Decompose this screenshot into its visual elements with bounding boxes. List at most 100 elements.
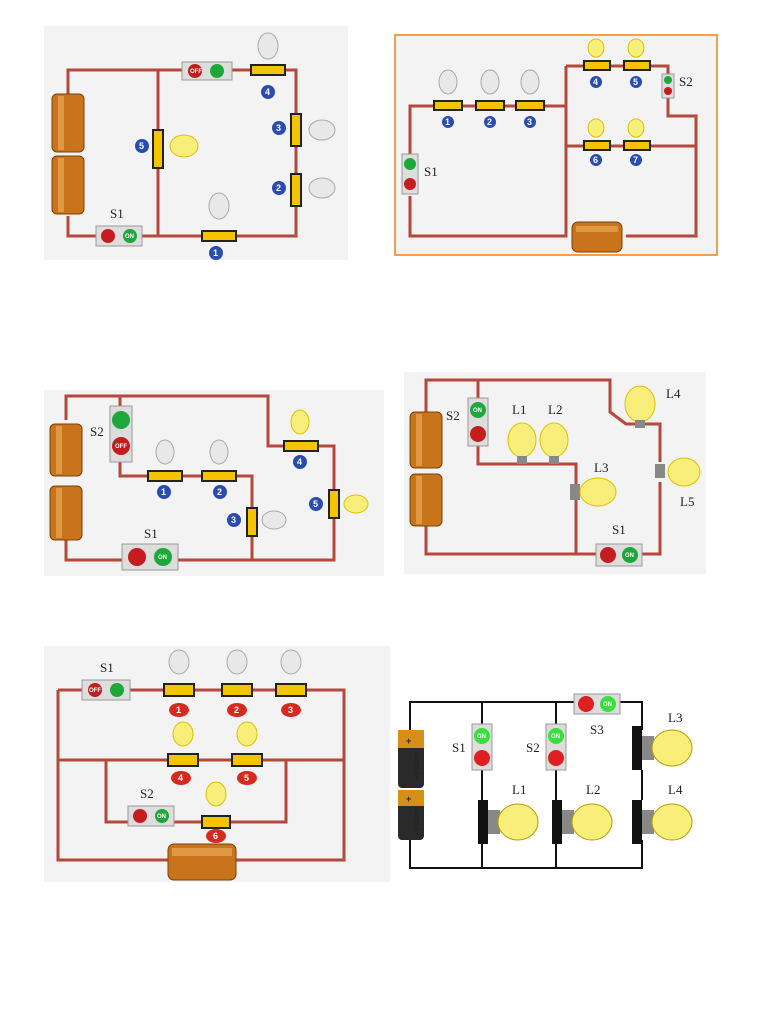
bulb-group-6-7 [583,118,651,151]
switch-s3[interactable]: ON [573,693,621,715]
badge-2 [272,181,286,195]
bulb-icon-l2 [539,422,569,458]
switch-s2[interactable] [661,73,675,99]
switch-on-label: ON [625,553,634,559]
badge-3-label: 3 [288,705,293,715]
badge-4-label: 4 [297,457,302,467]
circuit-5-diagram: OFF S1 1 2 3 4 5 ON S2 6 [56,649,346,881]
circuit-panel-6: BATTERY BATTERY + + ON S1 ON S2 ON S3 L1… [392,690,698,874]
switch-on-label: ON [551,734,560,740]
bulb-l3-label: L3 [594,460,608,475]
bulb-icon-6 [205,781,227,807]
badge-4 [590,76,602,88]
switch-on-label: ON [125,234,134,240]
bulb-icon-l3 [579,477,617,507]
switch-s1-label: S1 [144,526,158,541]
switch-s1[interactable] [401,153,419,195]
switch-s1[interactable]: OFF [81,679,131,701]
badge-7-label: 7 [633,155,638,165]
bulb-l1-label: L1 [512,402,526,417]
badge-6 [590,154,602,166]
bulb-base-l1 [488,810,500,834]
bulb-base-l2 [549,456,559,464]
switch-off-label: OFF [89,688,101,694]
battery-icon [51,93,85,215]
bulb-icon-5 [169,134,199,158]
circuit-2-diagram: 1 2 3 4 5 6 7 S2 S1 [401,38,698,253]
bulb-base-l1 [517,456,527,464]
bulb-icon-2 [308,177,336,199]
switch-s2-label: S2 [526,740,540,755]
bulb-socket-1 [201,230,237,242]
bulb-socket-5 [152,129,164,169]
switch-s1[interactable]: ON [471,723,493,771]
bulb-socket-5 [328,489,340,519]
switch-s1[interactable]: ON [121,543,179,571]
bulb-group-4-5 [583,38,651,71]
battery-icon [409,411,443,527]
bulb-group-1-3 [433,69,545,111]
badge-3 [281,703,301,717]
switch-s1[interactable]: ON [595,543,643,567]
bulb-icon-3 [261,510,287,530]
bulb-group-1-3 [163,649,307,697]
switch-s1[interactable]: ON [95,225,143,247]
switch-s1-label: S1 [110,206,124,221]
badge-2 [227,703,247,717]
badge-3 [272,121,286,135]
circuit-1-diagram: OFF ON S1 5 4 3 2 1 [51,32,336,260]
bulb-base-l4 [642,810,654,834]
badge-1-label: 1 [176,705,181,715]
circuit-3-diagram: OFF S2 1 2 3 4 5 ON S1 [49,394,369,571]
bulb-icon-3 [308,119,336,141]
badge-4 [293,455,307,469]
bulb-icon-l4 [651,803,693,841]
bulb-socket-2 [290,173,302,207]
circuit-panel-1: OFF ON S1 5 4 3 2 1 [44,26,348,260]
bulb-l4-label: L4 [666,386,681,401]
badge-2-label: 2 [234,705,239,715]
badge-2-label: 2 [217,487,222,497]
switch-on-label: ON [157,814,166,820]
badge-4-label: 4 [593,77,598,87]
bulb-icon-l2 [571,803,613,841]
badge-5-label: 5 [244,773,249,783]
badge-4 [261,85,275,99]
switch-s2[interactable]: ON [545,723,567,771]
switch-s1-label: S1 [612,522,626,537]
switch-s2[interactable]: ON [127,805,175,827]
badge-5 [630,76,642,88]
switch-s1-label: S1 [424,164,438,179]
badge-3-label: 3 [276,123,281,133]
switch-top[interactable]: OFF [181,61,233,81]
switch-on-label: ON [603,702,612,708]
bulb-group-4-5 [167,721,263,767]
battery-icon [571,221,623,253]
switch-on-label: ON [477,734,486,740]
badge-1 [157,485,171,499]
bulb-base-l3 [570,484,580,500]
bulb-l4-label: L4 [668,782,683,797]
bulb-l2-label: L2 [586,782,600,797]
bulb-base-l3 [642,736,654,760]
switch-s3-label: S3 [590,722,604,737]
badge-3 [524,116,536,128]
bulb-socket-l4 [632,800,642,844]
bulb-base-l4 [635,420,645,428]
switch-s2[interactable]: ON [467,397,489,447]
battery-plus-top: + [406,736,411,746]
bulb-socket-4 [250,64,286,76]
switch-s1-label: S1 [100,660,114,675]
bulb-socket-6 [201,815,231,829]
switch-s2-label: S2 [140,786,154,801]
badge-2-label: 2 [276,183,281,193]
battery-label-top: BATTERY [412,752,418,780]
switch-s2[interactable]: OFF [109,405,133,463]
circuit-panel-4: ON S2 L1 L2 L3 L4 L5 ON S1 [404,372,706,574]
circuit-panel-3: OFF S2 1 2 3 4 5 ON S1 [44,390,384,576]
switch-on-label: ON [473,408,482,414]
switch-off-label: OFF [115,444,127,450]
battery-icon: BATTERY BATTERY + + [398,730,424,840]
badge-3 [227,513,241,527]
circuit-5-wires [56,688,346,862]
